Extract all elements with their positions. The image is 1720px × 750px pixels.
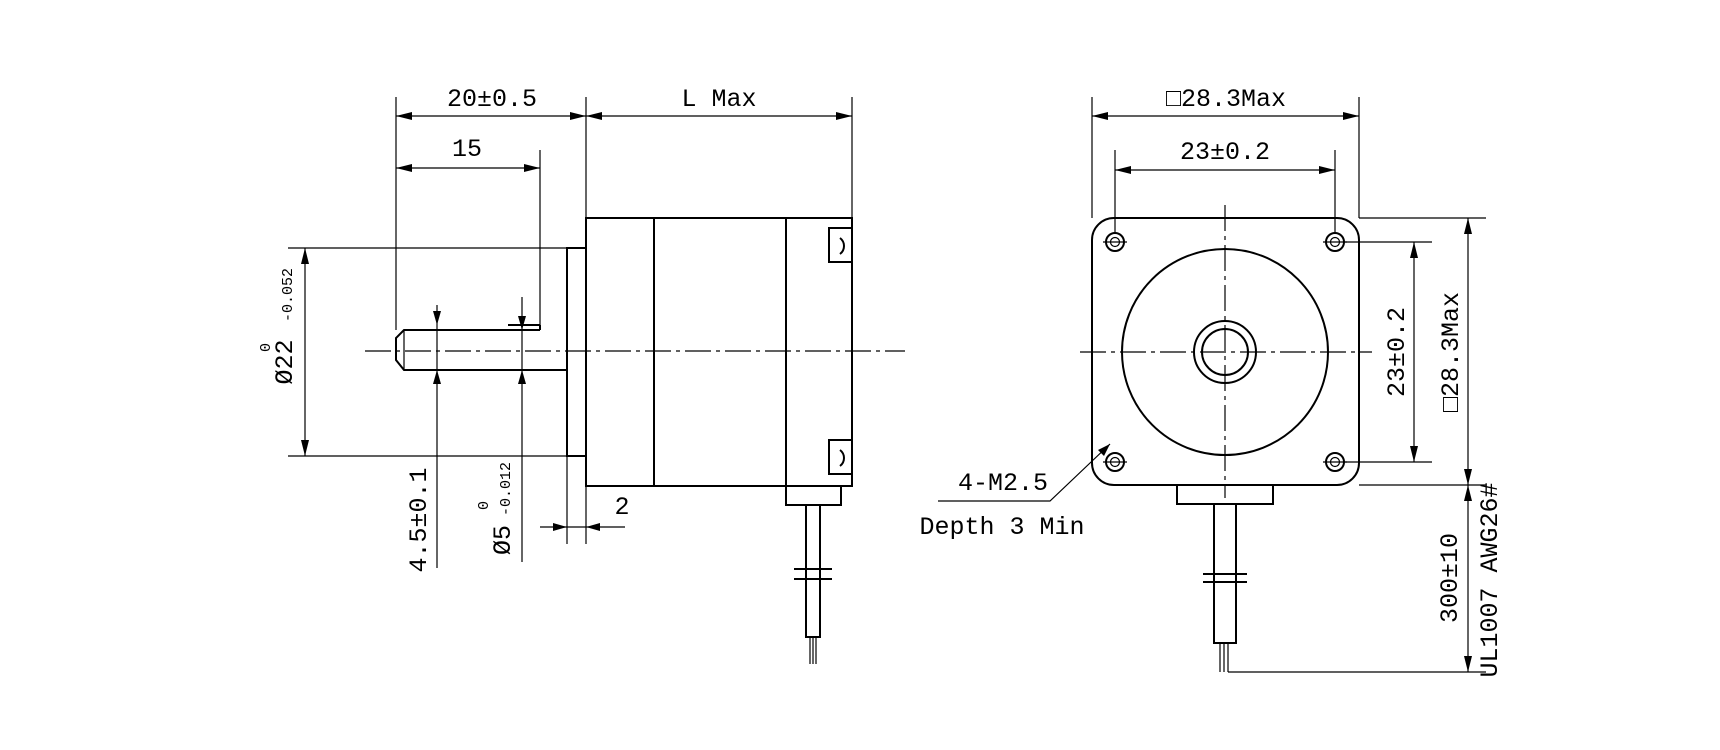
rear-pocket-top <box>828 227 852 263</box>
arrow <box>1464 485 1472 501</box>
dim-body-length: L Max <box>681 85 756 114</box>
arrow <box>1464 218 1472 234</box>
dim-flat-height: 4.5±0.1 <box>405 467 434 572</box>
arrow <box>1410 242 1418 258</box>
dim-pilot-tol-lower: -0.052 <box>280 268 297 322</box>
arrow <box>518 370 526 384</box>
arrow <box>586 112 602 120</box>
dim-hole-spacing-v: 23±0.2 <box>1383 307 1412 397</box>
arrow <box>1098 444 1110 456</box>
arrow <box>570 112 586 120</box>
dim-shaft-diameter: Ø5 <box>489 525 518 555</box>
stator-body <box>653 217 787 487</box>
arrow <box>1115 166 1131 174</box>
pilot-flange <box>566 247 587 457</box>
arrow <box>301 440 309 456</box>
front-view: □28.3Max 23±0.2 23±0.2 □28.3Max 4-M2.5 D… <box>919 85 1505 678</box>
arrow <box>1343 112 1359 120</box>
dim-flat-length: 15 <box>452 135 482 164</box>
rear-cap <box>785 217 853 487</box>
dim-pilot-depth: 2 <box>614 493 629 522</box>
dim-hole-spacing-h: 23±0.2 <box>1180 138 1270 167</box>
cable <box>805 505 821 638</box>
hole-callout-leader <box>938 443 1111 502</box>
arrow <box>396 112 412 120</box>
front-cap <box>585 217 655 487</box>
arrow <box>1092 112 1108 120</box>
front-cable-outlet <box>1176 484 1274 505</box>
arrow <box>433 311 441 325</box>
arrow <box>586 523 600 531</box>
arrow <box>1410 446 1418 462</box>
rear-pocket-bottom-arc <box>839 449 845 467</box>
hole-depth: Depth 3 Min <box>919 513 1084 542</box>
dim-shaft-tol-lower: -0.012 <box>498 462 515 516</box>
lead-wire-spec: UL1007 AWG26# <box>1476 482 1505 677</box>
arrow <box>836 112 852 120</box>
dim-height-max: □28.3Max <box>1437 292 1466 412</box>
dim-lead-length: 300±10 <box>1436 533 1465 623</box>
arrow <box>1464 469 1472 485</box>
arrow <box>518 316 526 330</box>
arrow <box>524 164 540 172</box>
arrow <box>433 370 441 384</box>
arrow <box>1464 656 1472 672</box>
dim-pilot-tol-upper: 0 <box>258 343 275 352</box>
dim-shaft-length: 20±0.5 <box>447 85 537 114</box>
cable-outlet <box>785 485 842 506</box>
hole-callout: 4-M2.5 <box>958 469 1048 498</box>
dim-width-max: □28.3Max <box>1166 85 1286 114</box>
side-view: 20±0.5 15 L Max Ø22 0 -0.052 4.5±0.1 <box>258 85 905 664</box>
arrow <box>301 248 309 264</box>
dim-pilot-diameter: Ø22 <box>271 339 300 384</box>
arrow <box>396 164 412 172</box>
arrow <box>553 523 567 531</box>
arrow <box>1319 166 1335 174</box>
dim-shaft-tol-upper: 0 <box>476 501 493 510</box>
rear-pocket-top-arc <box>839 237 845 255</box>
rear-pocket-bottom <box>828 439 852 475</box>
shaft-outline <box>395 329 567 371</box>
